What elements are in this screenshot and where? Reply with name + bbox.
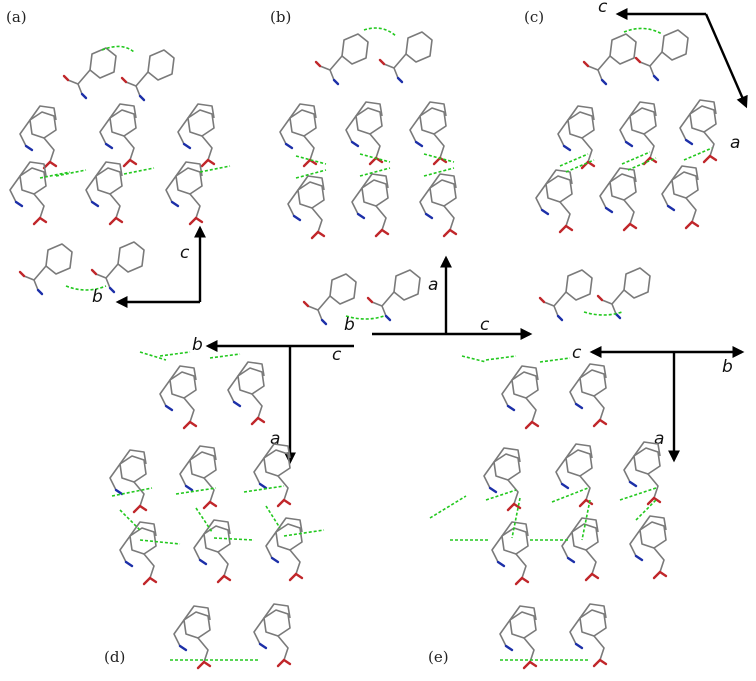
axis-c-label-a: c	[180, 243, 190, 263]
panel-a-molecules	[8, 45, 231, 296]
axis-b-label-a: b	[92, 287, 103, 307]
axis-b-label-e: b	[722, 357, 733, 377]
axis-c-label-d: c	[332, 345, 342, 365]
panel-d-label: (d)	[104, 648, 125, 666]
axis-b-label-center: b	[344, 315, 355, 335]
panel-b-label: (b)	[270, 8, 291, 26]
panel-c-label: (c)	[524, 8, 544, 26]
panel-d-molecules	[108, 351, 325, 670]
axis-c-label-e: c	[572, 343, 582, 363]
axis-a-label-center: a	[428, 275, 438, 295]
panel-c-molecules	[534, 27, 718, 322]
center-axes: a c b	[344, 255, 533, 340]
panel-a-axes: c b	[92, 225, 206, 308]
axis-a-label-e: a	[654, 429, 664, 449]
panel-d-axes: b c a	[192, 335, 354, 465]
axis-a-label-d: a	[270, 429, 280, 449]
axis-a-label-c: a	[730, 133, 740, 153]
axis-c-label-center: c	[480, 315, 490, 335]
panel-e-axes: c b a	[572, 343, 745, 463]
panel-b-molecules	[278, 27, 458, 240]
panel-e-label: (e)	[428, 648, 449, 666]
panel-a-label: (a)	[6, 8, 27, 26]
axis-b-label-d: b	[192, 335, 203, 355]
panel-c-axes: c a	[598, 0, 748, 153]
axis-c-label-c: c	[598, 0, 608, 17]
panel-e-molecules	[429, 355, 668, 670]
center-molecules	[302, 268, 422, 326]
